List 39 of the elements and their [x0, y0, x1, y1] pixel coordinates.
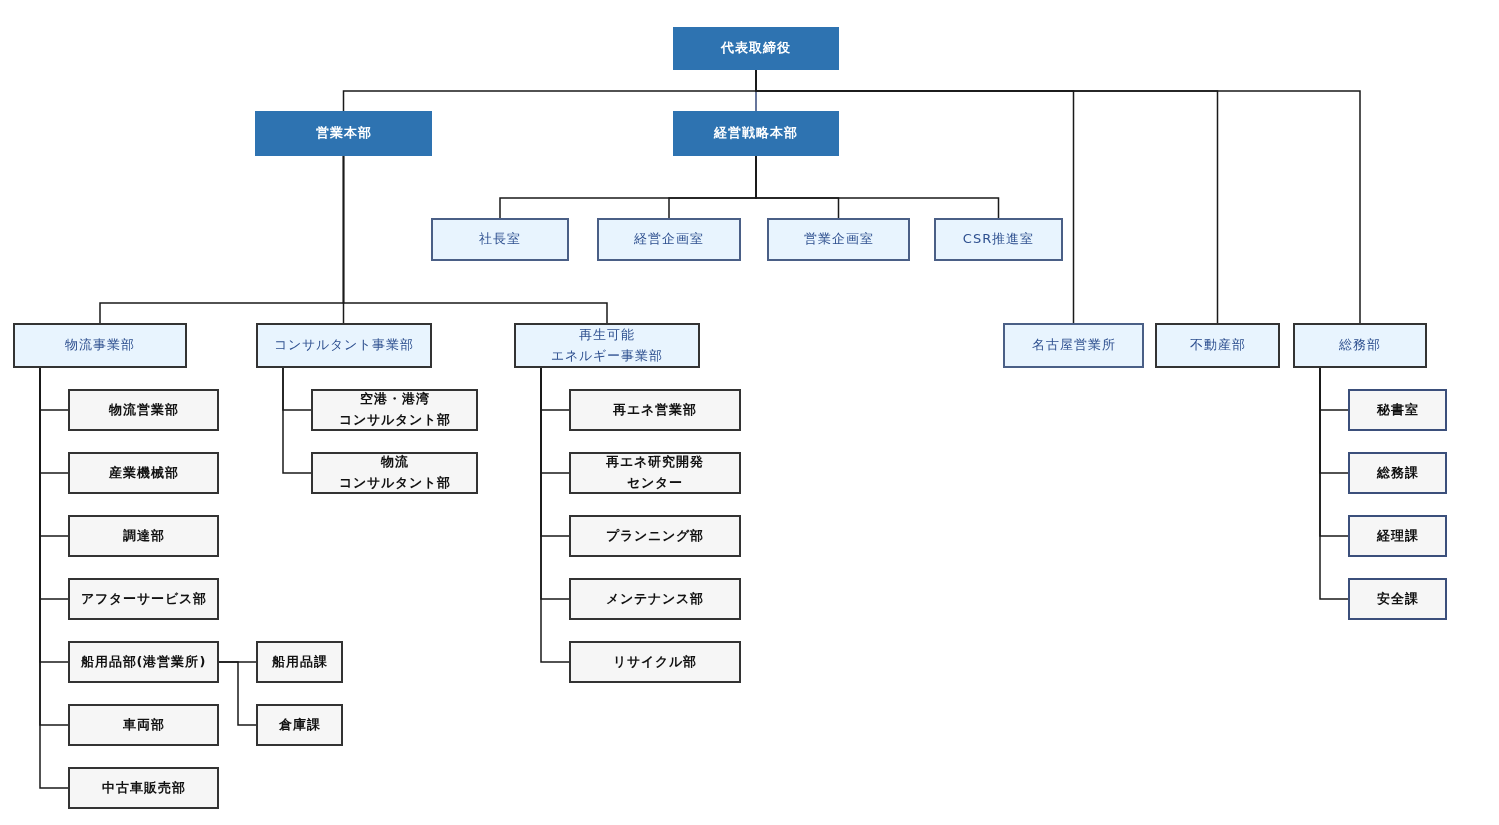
connector-line: [218, 661, 257, 726]
org-box: CSR推進室: [934, 218, 1063, 261]
org-box: メンテナンス部: [569, 578, 741, 620]
org-box: プランニング部: [569, 515, 741, 557]
org-box: 再生可能エネルギー事業部: [514, 323, 700, 368]
org-box: 経営戦略本部: [673, 111, 839, 156]
org-box: アフターサービス部: [68, 578, 219, 620]
org-box: 産業機械部: [68, 452, 219, 494]
org-box: 再エネ営業部: [569, 389, 741, 431]
org-box: 経営企画室: [597, 218, 741, 261]
org-box: 中古車販売部: [68, 767, 219, 809]
org-box: 営業企画室: [767, 218, 910, 261]
connector-line: [1319, 367, 1349, 600]
org-box: 物流営業部: [68, 389, 219, 431]
connector-line: [342, 155, 608, 324]
connector-line: [755, 155, 1000, 219]
org-box: 船用品部(港営業所): [68, 641, 219, 683]
org-box: 経理課: [1348, 515, 1447, 557]
org-box: 名古屋営業所: [1003, 323, 1144, 368]
org-box: コンサルタント事業部: [256, 323, 432, 368]
org-box: 物流事業部: [13, 323, 187, 368]
org-box: 安全課: [1348, 578, 1447, 620]
org-box: 車両部: [68, 704, 219, 746]
org-box: 調達部: [68, 515, 219, 557]
org-box: 代表取締役: [673, 27, 839, 70]
org-box: リサイクル部: [569, 641, 741, 683]
connector-line: [540, 367, 570, 663]
org-box: 空港・港湾コンサルタント部: [311, 389, 478, 431]
org-box: 不動産部: [1155, 323, 1280, 368]
org-box: 秘書室: [1348, 389, 1447, 431]
connector-line: [282, 367, 312, 474]
org-box: 倉庫課: [256, 704, 343, 746]
org-box: 総務部: [1293, 323, 1427, 368]
org-box: 物流コンサルタント部: [311, 452, 478, 494]
org-box: 船用品課: [256, 641, 343, 683]
org-box: 営業本部: [255, 111, 432, 156]
org-box: 総務課: [1348, 452, 1447, 494]
org-box: 再エネ研究開発センター: [569, 452, 741, 494]
org-box: 社長室: [431, 218, 569, 261]
